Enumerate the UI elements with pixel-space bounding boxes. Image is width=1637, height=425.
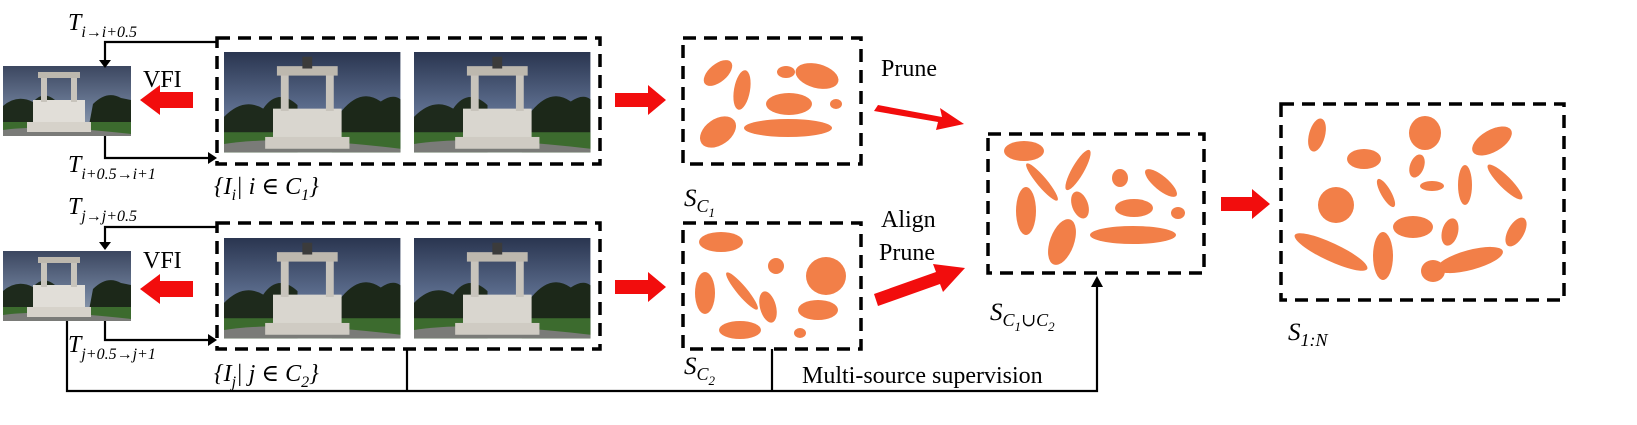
prune-label-2: Prune	[879, 240, 935, 266]
arrow-frames-to-sc2	[615, 272, 666, 302]
gaussian-box-sc1	[681, 36, 863, 166]
sc1-label: SC1	[684, 185, 715, 220]
gaussians-sc2	[695, 232, 846, 339]
label-t-i2: Ti+0.5→i+1	[68, 152, 156, 183]
gaussians-sc1	[699, 60, 842, 148]
set-c1-label: {Ii| i ∈ C1}	[214, 174, 319, 204]
vfi-arrow-top	[140, 85, 193, 115]
vfi-arrow-bottom	[140, 274, 193, 304]
set-c2-label: {Ij| j ∈ C2}	[214, 361, 319, 391]
arrowhead-bottom-lower	[208, 334, 217, 346]
label-t-j2: Tj+0.5→j+1	[68, 332, 156, 363]
gaussian-box-final	[1279, 102, 1566, 302]
arrowhead-top-upper	[99, 60, 111, 68]
frame-c2-a	[224, 238, 401, 339]
arrowhead-bottom-upper	[99, 242, 111, 250]
label-t-i: Ti→i+0.5	[68, 10, 137, 41]
supervision-arrowhead	[1091, 276, 1103, 287]
s-final-label: S1:N	[1288, 319, 1328, 350]
arrow-sc2-to-union	[874, 264, 965, 306]
gaussians-final	[1294, 116, 1527, 282]
flow-line-top-lower	[103, 136, 210, 160]
gaussian-box-union	[986, 132, 1206, 275]
arrow-frames-to-sc1	[615, 85, 666, 115]
sc2-label: SC2	[684, 353, 716, 388]
multi-source-label: Multi-source supervision	[802, 363, 1043, 389]
flow-line-bottom-lower	[103, 321, 210, 342]
arrow-sc1-to-union	[874, 105, 964, 130]
arrow-union-to-final	[1221, 189, 1270, 219]
s-union-label: SC1∪C2	[990, 299, 1055, 334]
supervision-line	[65, 285, 1099, 393]
interpolated-frame-top	[3, 66, 131, 136]
frame-c2-b	[414, 238, 591, 339]
interpolated-frame-bottom	[3, 251, 131, 321]
arrowhead-top-lower	[208, 152, 217, 164]
gaussians-union	[1004, 141, 1185, 265]
frame-c1-a	[224, 52, 401, 153]
gaussian-box-sc2	[681, 221, 863, 351]
vfi-label-top: VFI	[143, 67, 182, 93]
vfi-label-bottom: VFI	[143, 248, 182, 274]
align-label: Align	[881, 207, 936, 233]
flow-line-bottom-upper	[103, 225, 217, 244]
frames-box-c2	[215, 221, 602, 351]
label-t-j: Tj→j+0.5	[68, 194, 137, 225]
frames-box-c1	[215, 36, 602, 166]
flow-line-top-upper	[103, 40, 217, 62]
prune-label: Prune	[881, 56, 937, 82]
frame-c1-b	[414, 52, 591, 153]
